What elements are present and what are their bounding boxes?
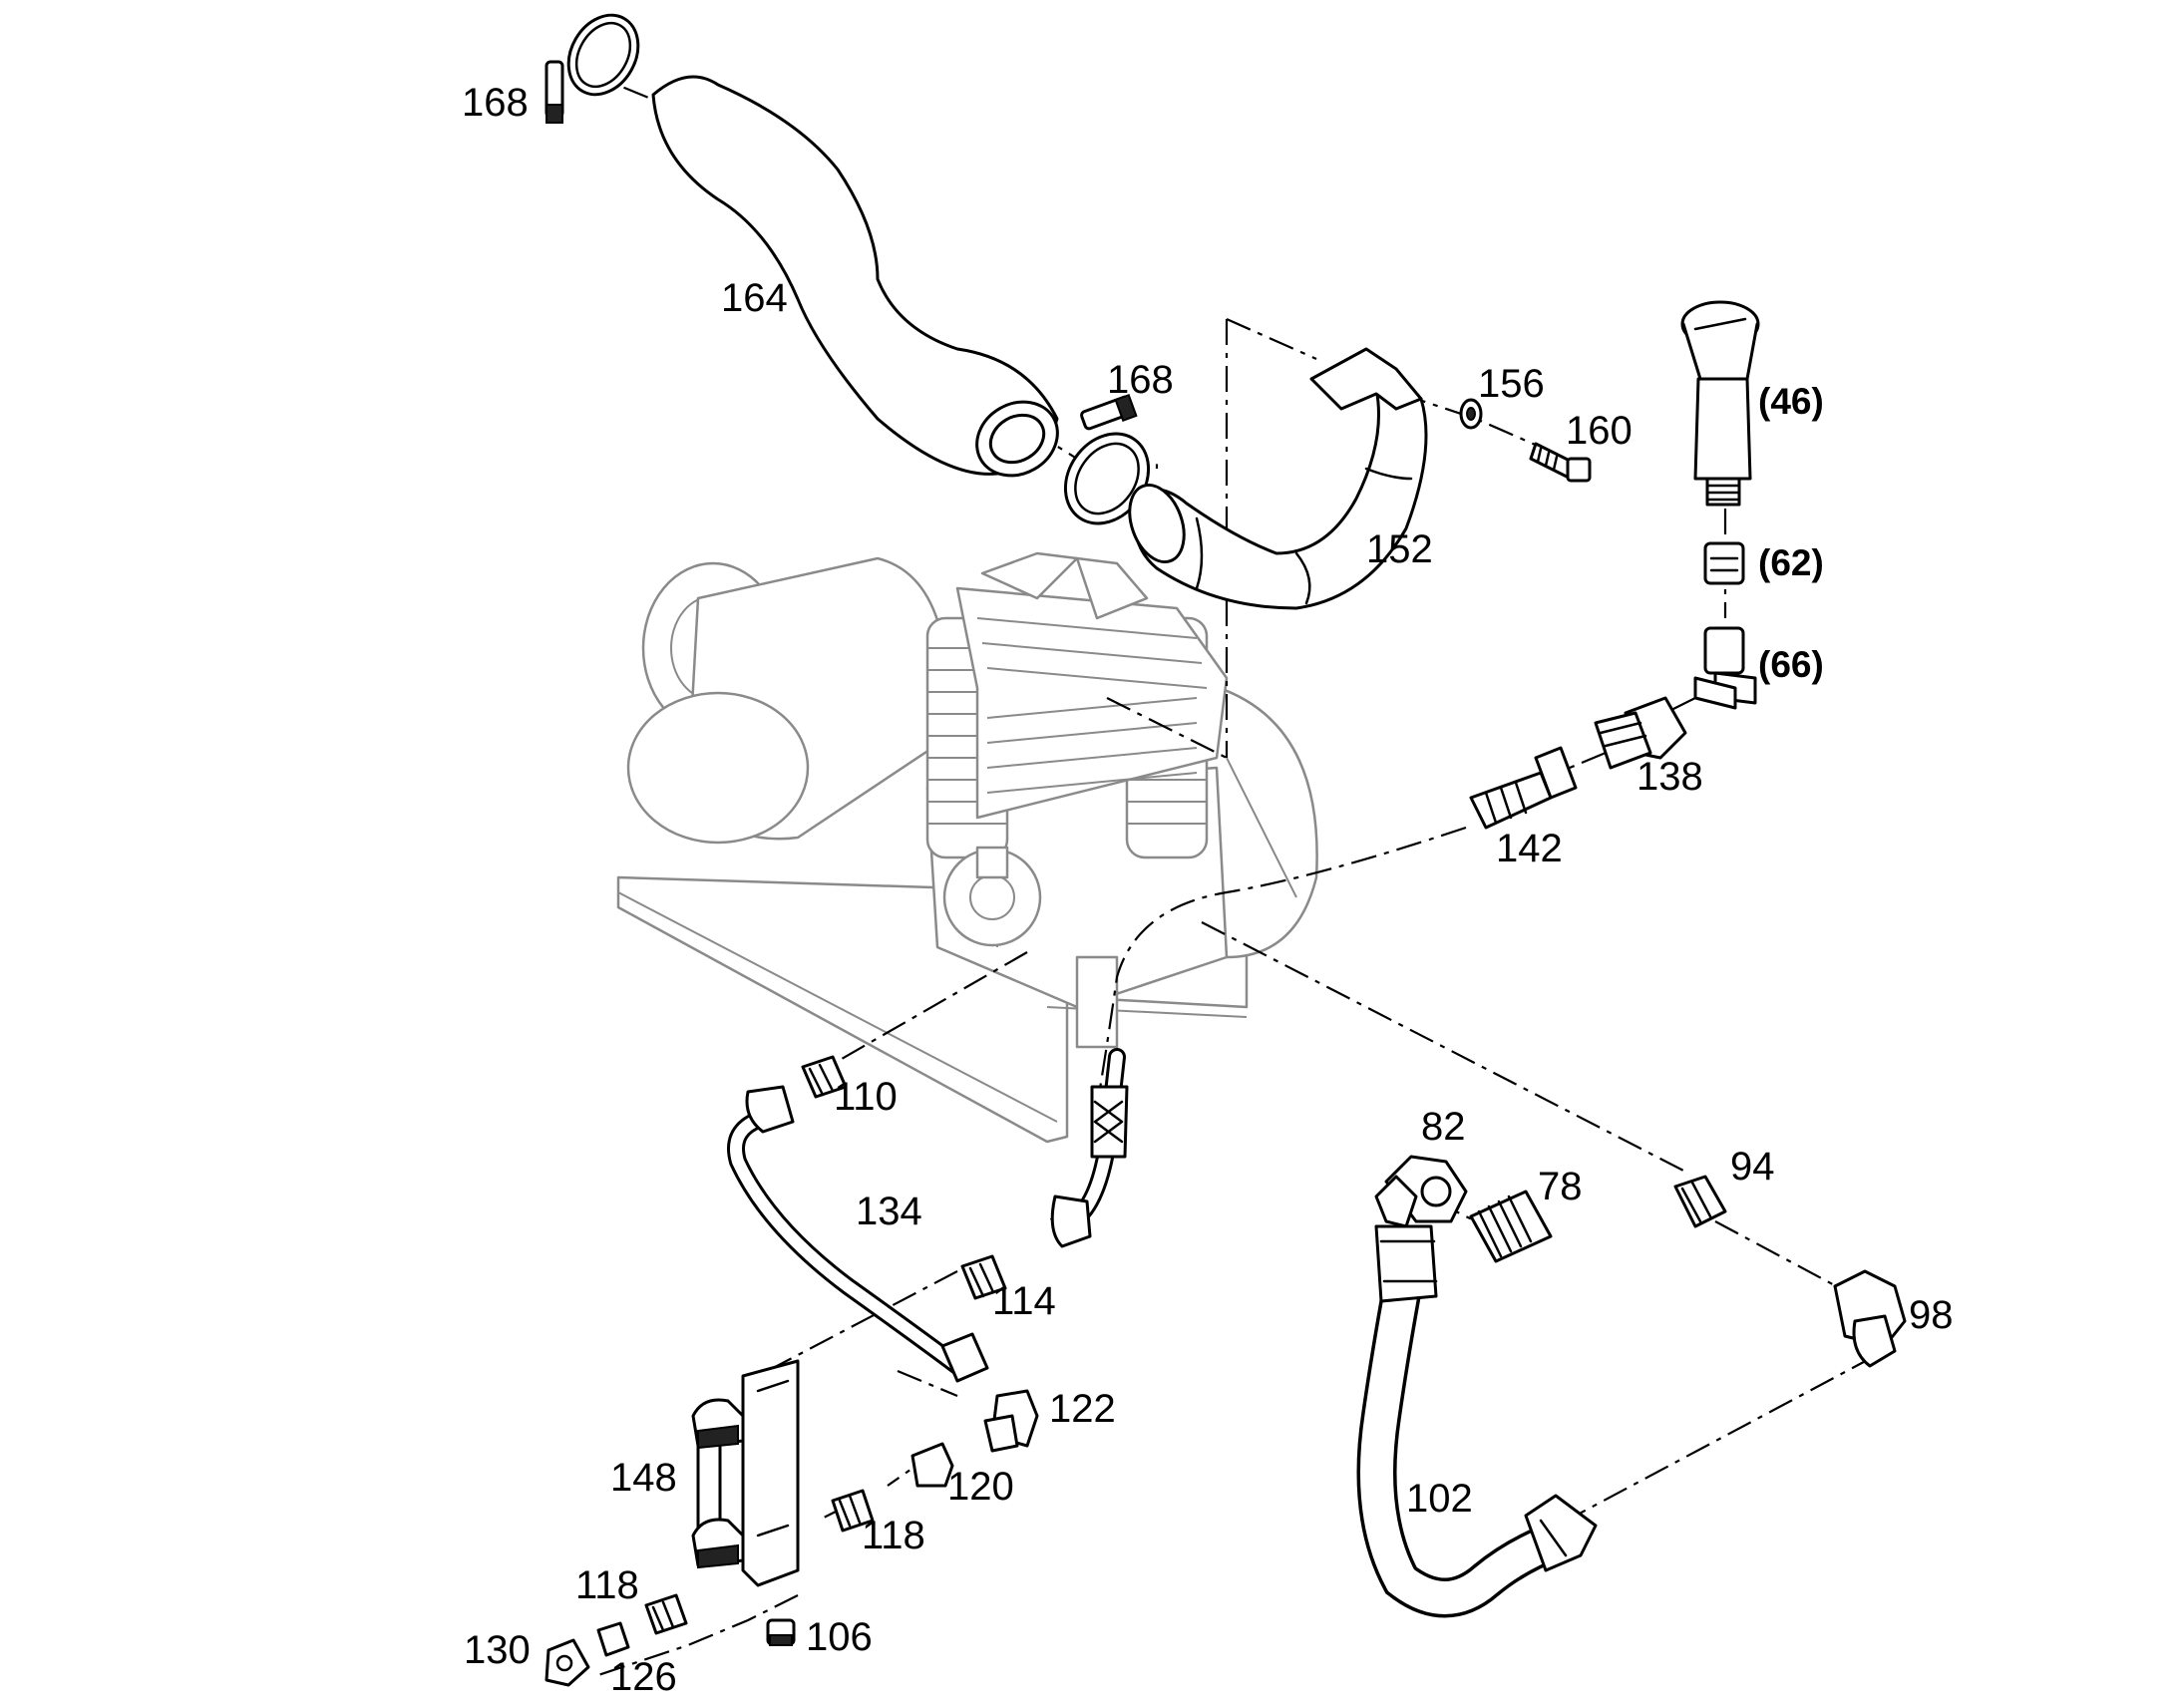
label-134: 134	[856, 1190, 922, 1233]
label-114: 114	[992, 1279, 1056, 1323]
fitting-118-lower	[644, 1593, 688, 1635]
fitting-110	[801, 1055, 848, 1099]
part-labels: 168 164 168 156 160 152 (46) (62) (66) 1…	[462, 81, 1954, 1699]
fitting-118-upper	[831, 1489, 875, 1533]
label-118-lower: 118	[575, 1563, 639, 1607]
label-110: 110	[834, 1075, 898, 1119]
fitting-62	[1703, 541, 1745, 585]
nut-130	[545, 1638, 590, 1687]
label-98: 98	[1909, 1293, 1954, 1337]
label-82: 82	[1421, 1105, 1466, 1149]
label-122: 122	[1049, 1387, 1116, 1431]
check-valve-138	[1594, 696, 1687, 770]
label-142: 142	[1496, 827, 1563, 870]
label-168-middle: 168	[1107, 358, 1174, 402]
label-164: 164	[721, 276, 788, 320]
label-46: (46)	[1758, 381, 1824, 422]
label-62: (62)	[1758, 542, 1824, 583]
adapter-78	[1469, 1190, 1553, 1263]
fitting-120	[910, 1442, 954, 1488]
tube-134	[727, 1048, 1129, 1375]
hose-102	[1356, 1224, 1598, 1618]
hose-fitting-142	[1469, 746, 1578, 830]
sleeve-126	[596, 1621, 630, 1657]
elbow-82	[1374, 1155, 1468, 1228]
elbow-pipe-152	[1128, 347, 1428, 610]
label-118-upper: 118	[862, 1514, 925, 1557]
label-130: 130	[464, 1628, 531, 1672]
label-148: 148	[610, 1456, 677, 1500]
label-156: 156	[1478, 362, 1545, 406]
label-102: 102	[1406, 1477, 1473, 1521]
label-78: 78	[1538, 1165, 1583, 1208]
hose-clamp-middle	[1063, 393, 1151, 525]
label-106: 106	[806, 1615, 873, 1659]
filter-46	[1680, 300, 1760, 507]
label-160: 160	[1566, 409, 1633, 453]
elbow-98	[1833, 1269, 1907, 1368]
nut-tube-end	[940, 1332, 989, 1383]
label-138: 138	[1636, 755, 1703, 799]
label-94: 94	[1730, 1145, 1775, 1189]
fitting-114	[960, 1254, 1007, 1300]
label-152: 152	[1366, 527, 1433, 571]
compressor-unit	[616, 551, 1318, 1144]
label-120: 120	[947, 1465, 1014, 1509]
intake-hose-164	[651, 75, 1059, 478]
washer-156	[1459, 398, 1483, 430]
label-168-top: 168	[462, 81, 529, 125]
plug-106	[766, 1618, 796, 1646]
label-66: (66)	[1758, 644, 1824, 685]
fitting-94	[1673, 1175, 1727, 1228]
elbow-122	[983, 1389, 1039, 1453]
label-126: 126	[610, 1655, 677, 1699]
manifold-block-148	[691, 1359, 800, 1587]
tee-66	[1693, 626, 1757, 710]
screw-160	[1529, 442, 1592, 483]
hose-clamp-top	[545, 13, 640, 124]
